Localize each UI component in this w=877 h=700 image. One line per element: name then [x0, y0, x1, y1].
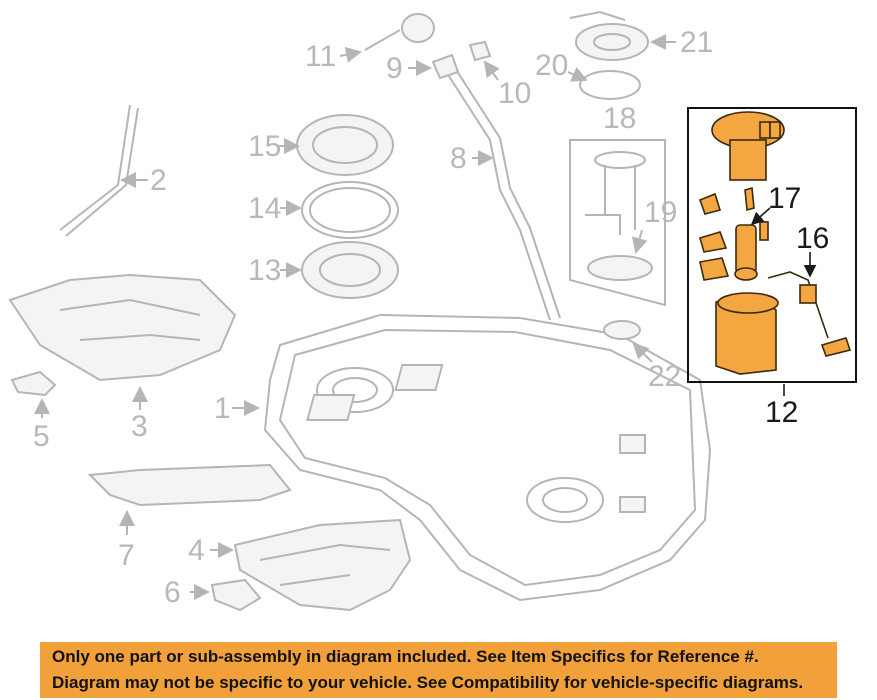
- callout-3: 3: [131, 410, 148, 443]
- part-19-gasket: [587, 255, 653, 281]
- part-10-clip: [468, 40, 492, 62]
- part-15-lock-ring: [296, 114, 394, 176]
- part-18-sender-box: [569, 139, 666, 307]
- callout-14: 14: [248, 192, 281, 225]
- part-6-bracket: [210, 578, 262, 612]
- callout-4: 4: [188, 534, 205, 567]
- disclaimer-line-2: Diagram may not be specific to your vehi…: [52, 673, 804, 692]
- part-11-cap: [364, 13, 435, 51]
- callout-19: 19: [644, 196, 677, 229]
- part-12-highlight-box: [687, 107, 857, 383]
- callout-2: 2: [150, 164, 167, 197]
- part-20-gasket: [579, 70, 641, 100]
- part-4-cover: [233, 518, 412, 612]
- disclaimer-banner: Only one part or sub-assembly in diagram…: [40, 642, 837, 698]
- callout-18: 18: [603, 102, 636, 135]
- part-9-clip: [431, 53, 460, 80]
- callout-11: 11: [305, 40, 336, 73]
- part-14-gasket: [301, 181, 399, 239]
- part-7-shield: [87, 463, 292, 507]
- part-16-sender-unit: [767, 271, 829, 339]
- part-1-fuel-tank: [263, 313, 712, 602]
- disclaimer-line-1: Only one part or sub-assembly in diagram…: [52, 647, 759, 666]
- part-2-strap: [59, 104, 139, 237]
- part-21-plate: [569, 10, 649, 61]
- callout-12: 12: [765, 396, 798, 429]
- part-22-cap: [603, 320, 641, 340]
- callout-20: 20: [535, 49, 568, 82]
- callout-21: 21: [680, 26, 713, 59]
- callout-16: 16: [796, 222, 829, 255]
- callout-6: 6: [164, 576, 181, 609]
- callout-22: 22: [648, 360, 681, 393]
- callout-15: 15: [248, 130, 281, 163]
- part-13-lock-ring: [301, 241, 399, 299]
- part-17-fuel-pump: [734, 224, 758, 281]
- callout-13: 13: [248, 254, 281, 287]
- callout-1: 1: [214, 392, 231, 425]
- part-3-shield: [8, 273, 237, 382]
- callout-17: 17: [768, 182, 801, 215]
- part-5-bracket: [10, 370, 57, 397]
- part-12-fuel-pump-assembly: [698, 111, 852, 375]
- part-8-filler-neck: [444, 67, 561, 321]
- callout-7: 7: [118, 539, 135, 572]
- callout-9: 9: [386, 52, 403, 85]
- callout-8: 8: [450, 142, 467, 175]
- parts-diagram: 1 2 3 4 5 6 7 8 9 10 11 12 13 14 15 16 1…: [8, 10, 857, 612]
- callout-5: 5: [33, 420, 50, 453]
- callout-10: 10: [498, 77, 531, 110]
